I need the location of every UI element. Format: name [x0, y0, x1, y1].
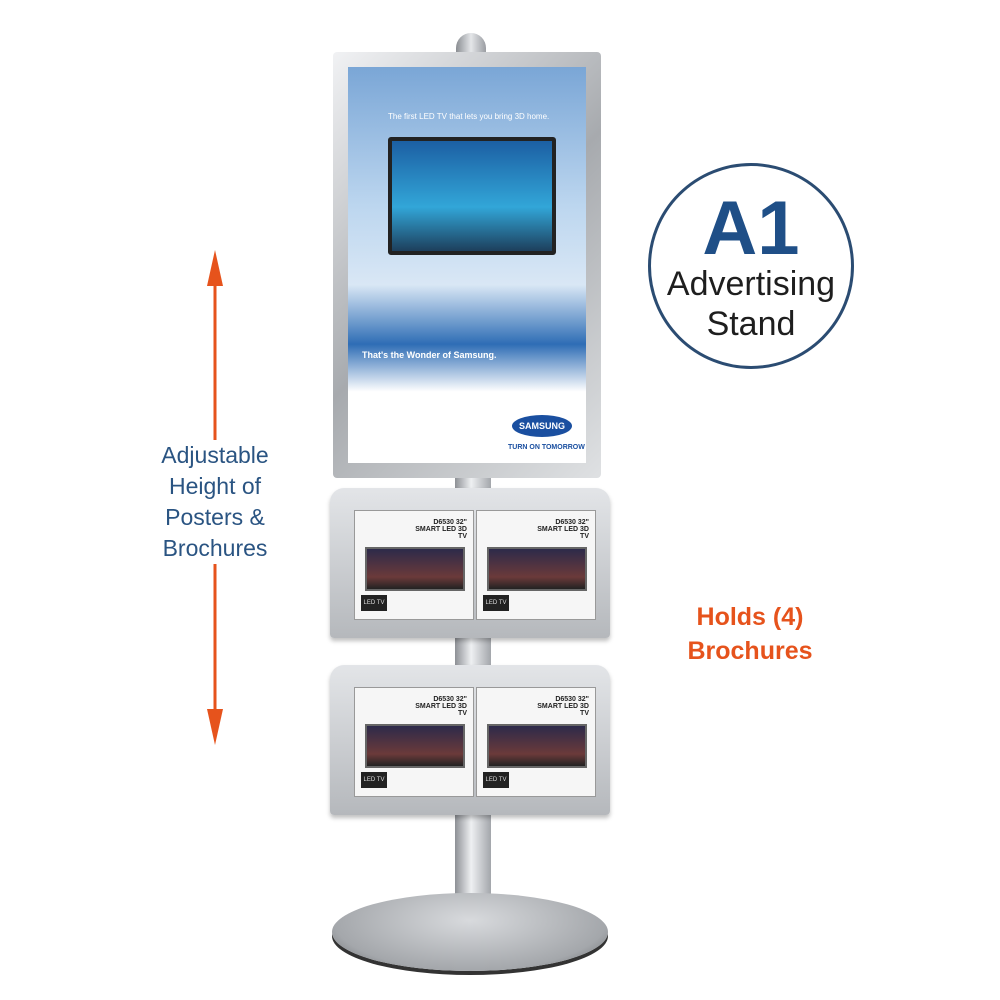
holds-brochures-label: Holds (4) Brochures: [660, 600, 840, 668]
poster-subhead: That's the Wonder of Samsung.: [362, 350, 497, 360]
brochure: D6530 32" SMART LED 3D TV LED TV: [476, 687, 596, 797]
stand-base: [332, 893, 608, 971]
badge-title: A1: [702, 186, 800, 271]
tv-image: [388, 137, 556, 255]
brochure-title: D6530 32" SMART LED 3D TV: [537, 519, 589, 540]
adjustable-height-label: Adjustable Height of Posters & Brochures: [140, 440, 290, 564]
label-line: Brochures: [162, 535, 268, 561]
brochure-logo: LED TV: [483, 772, 509, 788]
label-line: Holds (4): [696, 603, 804, 631]
label-line: Brochures: [687, 637, 813, 665]
brochure: D6530 32" SMART LED 3D TV LED TV: [354, 687, 474, 797]
brochure-image: [487, 724, 587, 768]
label-line: Height of: [168, 473, 262, 499]
poster-tagline: TURN ON TOMORROW: [508, 444, 585, 451]
brochure-image: [365, 724, 465, 768]
a1-badge: A1 Advertising Stand: [648, 163, 854, 369]
brochure-tray-upper: D6530 32" SMART LED 3D TV LED TV D6530 32…: [330, 488, 610, 638]
brochure: D6530 32" SMART LED 3D TV LED TV: [354, 510, 474, 620]
brochure-image: [365, 547, 465, 591]
brochure-title: D6530 32" SMART LED 3D TV: [537, 696, 589, 717]
poster: The first LED TV that lets you bring 3D …: [348, 67, 586, 463]
label-line: Adjustable: [161, 442, 269, 468]
brochure-logo: LED TV: [361, 772, 387, 788]
brochure-title: D6530 32" SMART LED 3D TV: [415, 696, 467, 717]
label-line: Posters &: [165, 504, 265, 530]
samsung-logo: SAMSUNG: [512, 415, 572, 437]
poster-headline: The first LED TV that lets you bring 3D …: [388, 112, 550, 121]
brochure-tray-lower: D6530 32" SMART LED 3D TV LED TV D6530 32…: [330, 665, 610, 815]
brochure-logo: LED TV: [483, 595, 509, 611]
brochure: D6530 32" SMART LED 3D TV LED TV: [476, 510, 596, 620]
brochure-image: [487, 547, 587, 591]
badge-line: Advertising: [666, 265, 836, 303]
badge-line: Stand: [706, 305, 796, 343]
brochure-logo: LED TV: [361, 595, 387, 611]
brochure-title: D6530 32" SMART LED 3D TV: [415, 519, 467, 540]
